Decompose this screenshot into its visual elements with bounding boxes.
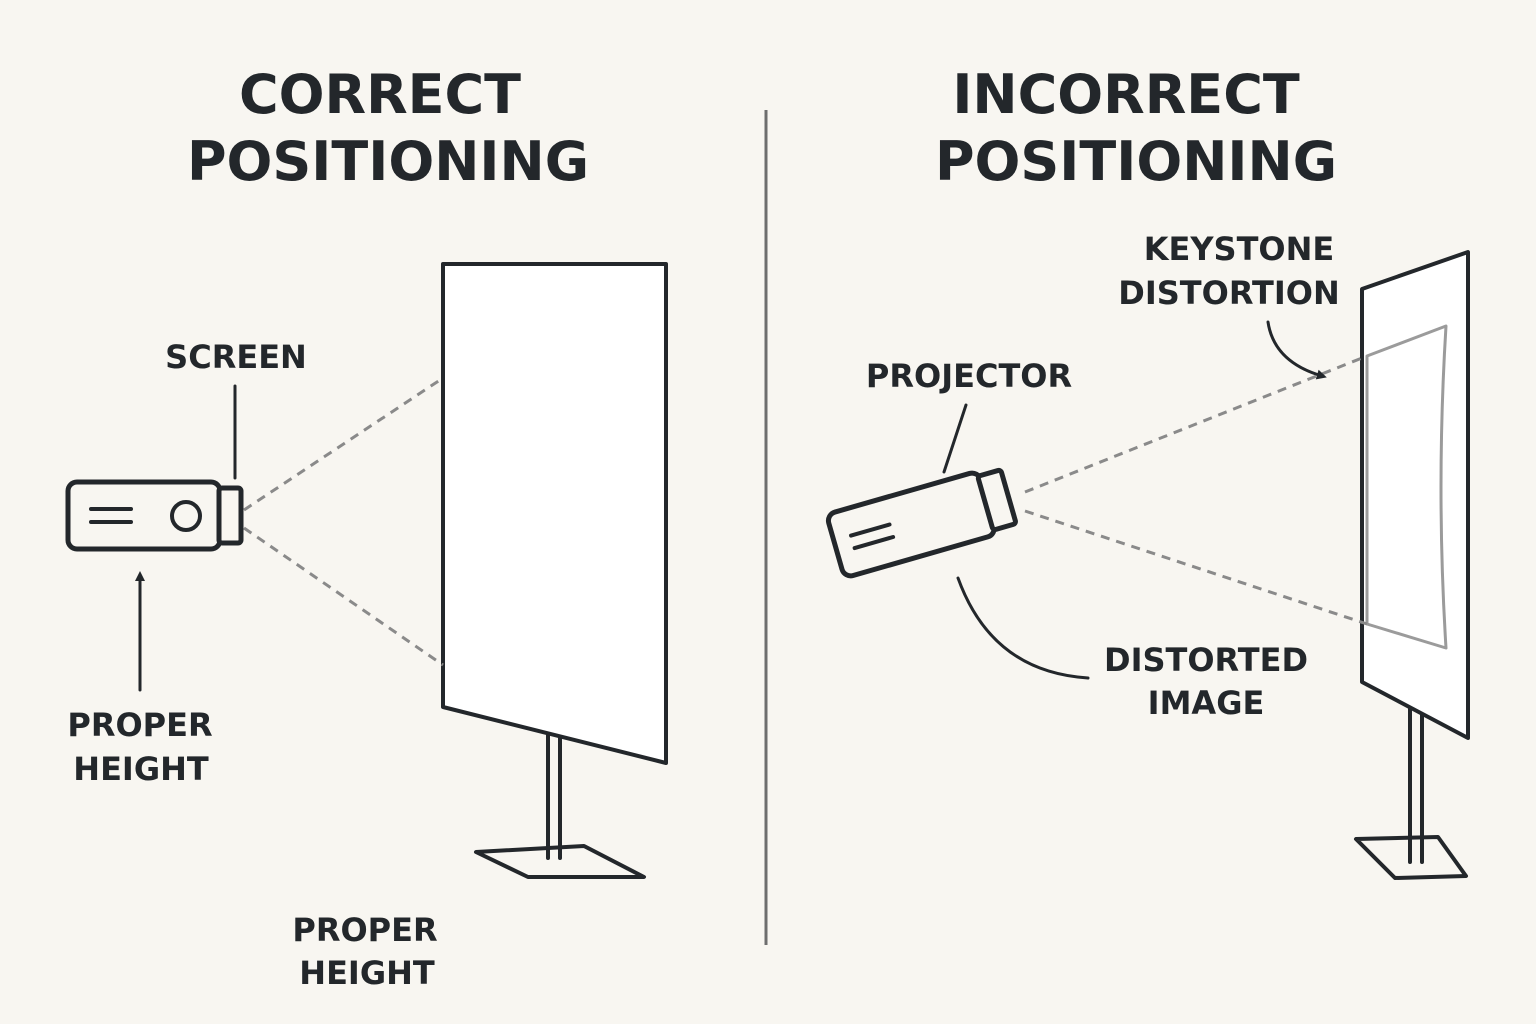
projection-beam-bottom: [1024, 509, 1368, 626]
projector-lens: [170, 500, 202, 532]
projector-body: [65, 479, 223, 552]
label-distorted-line1: DISTORTED: [1104, 641, 1308, 679]
screen-panel: [1360, 250, 1470, 740]
label-screen: SCREEN: [165, 338, 307, 376]
projector-body: [825, 470, 997, 579]
screen-panel: [441, 262, 668, 765]
projection-beam-bottom: [243, 526, 444, 667]
projector-lens-housing: [975, 467, 1018, 532]
projector-leader-line: [942, 403, 968, 474]
projection-beam-top: [1024, 354, 1368, 494]
projection-screen-icon: [441, 262, 668, 879]
distorted-image-outline: [1365, 324, 1448, 650]
screen-stand-base: [1354, 835, 1468, 880]
projector-icon: [65, 479, 244, 552]
label-projector: PROJECTOR: [866, 357, 1072, 395]
screen-stand-pole: [546, 733, 562, 860]
distorted-image-leader-line: [956, 576, 1090, 680]
incorrect-panel: INCORRECT POSITIONING KEYSTONE DISTORTIO…: [825, 63, 1470, 880]
label-keystone-line2: DISTORTION: [1118, 274, 1339, 312]
label-proper-height-left-line2: HEIGHT: [73, 750, 209, 788]
label-proper-height-bottom-line2: HEIGHT: [299, 954, 435, 992]
projector-vent-1: [849, 522, 892, 538]
screen-stand-base: [474, 844, 646, 879]
projector-icon: [825, 467, 1018, 579]
correct-heading-line1: CORRECT: [239, 63, 521, 126]
correct-panel: CORRECT POSITIONING SCREEN PROPER HEIGHT…: [65, 63, 668, 992]
label-keystone-line1: KEYSTONE: [1144, 230, 1335, 268]
correct-heading-line2: POSITIONING: [187, 130, 589, 193]
projector-lens-housing: [216, 485, 244, 546]
incorrect-heading-line1: INCORRECT: [952, 63, 1300, 126]
incorrect-heading-line2: POSITIONING: [935, 130, 1337, 193]
projection-beam-top: [243, 376, 444, 512]
label-proper-height-bottom-line1: PROPER: [292, 911, 437, 949]
label-proper-height-left-line1: PROPER: [67, 706, 212, 744]
projection-screen-icon: [1354, 250, 1470, 880]
keystone-leader-arrow: [1266, 320, 1327, 380]
projector-vent-2: [852, 534, 896, 551]
label-distorted-line2: IMAGE: [1148, 684, 1265, 722]
